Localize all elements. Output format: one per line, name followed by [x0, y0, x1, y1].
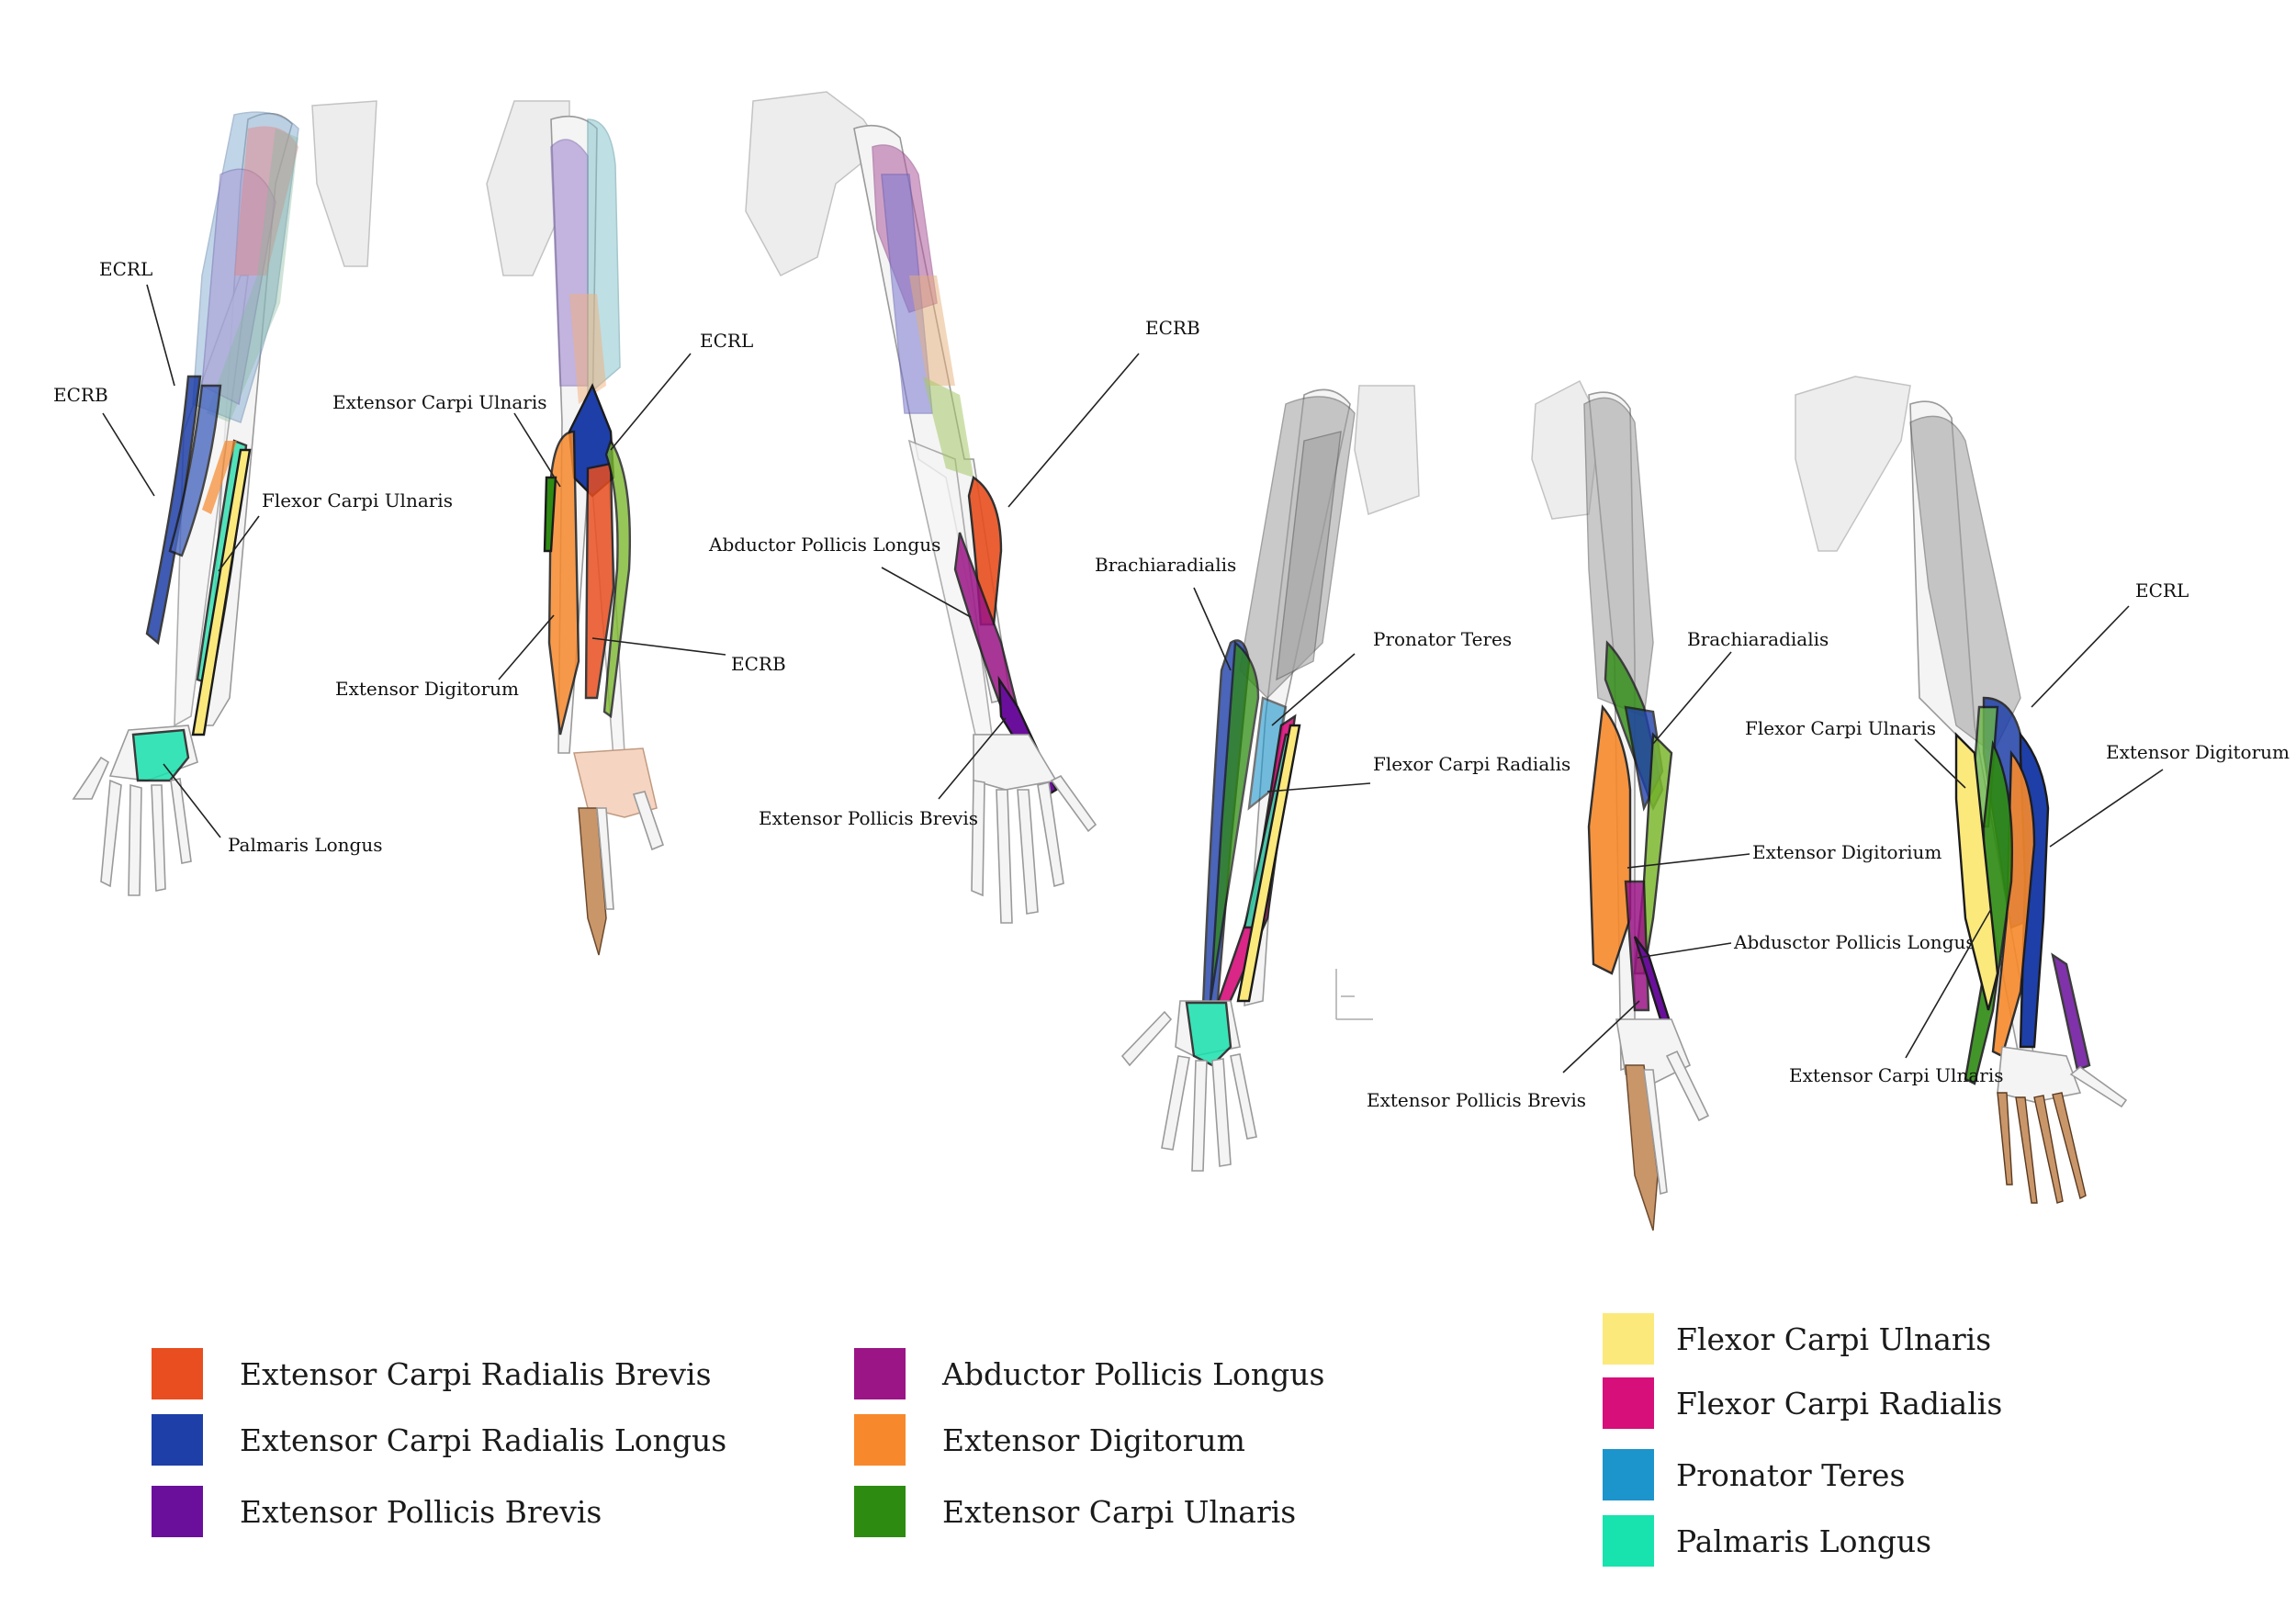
arm-figure-6 — [1795, 376, 2128, 1204]
label-extensor-carpi-ulnaris-2: Extensor Carpi Ulnaris — [332, 391, 546, 413]
leader-ecu-6 — [1905, 908, 1992, 1059]
arm-figure-4 — [1120, 385, 1420, 1172]
label-flexor-carpi-ulnaris-1: Flexor Carpi Ulnaris — [262, 489, 453, 511]
arm-figure-5 — [1531, 379, 1710, 1231]
leader-ecu-2 — [513, 412, 561, 488]
leader-pronator-4 — [1271, 653, 1356, 726]
leader-palmaris-1 — [163, 763, 221, 838]
leader-fcu-6 — [1914, 738, 1966, 789]
label-abdusctor-pollicis-longus-5: Abdusctor Pollicis Longus — [1733, 931, 1975, 953]
leader-ecrl-2 — [610, 353, 692, 451]
label-extensor-pollicis-brevis-3: Extensor Pollicis Brevis — [759, 807, 978, 829]
leader-fcr-4 — [1266, 782, 1371, 792]
label-extensor-digitorium-5: Extensor Digitorium — [1752, 841, 1941, 863]
leader-epb-5 — [1562, 1000, 1640, 1073]
leader-fcu-1 — [218, 515, 260, 572]
leader-ed-5 — [1626, 853, 1750, 869]
label-ecrb-2: ECRB — [731, 653, 786, 675]
label-palmaris-longus-1: Palmaris Longus — [228, 834, 383, 856]
leader-brachio-5 — [1652, 651, 1732, 745]
leader-ecrl-1 — [146, 284, 175, 387]
label-abductor-pollicis-longus-3: Abductor Pollicis Longus — [708, 534, 940, 556]
label-extensor-digitorum-6: Extensor Digitorum — [2106, 741, 2290, 763]
label-flexor-carpi-ulnaris-6: Flexor Carpi Ulnaris — [1745, 717, 1936, 739]
arm-figure-3 — [745, 91, 1097, 924]
label-ecrl-6: ECRL — [2135, 579, 2189, 601]
leader-ecrb-3 — [1007, 353, 1140, 508]
arm-figure-2 — [486, 100, 665, 956]
label-flexor-carpi-radialis-4: Flexor Carpi Radialis — [1373, 753, 1570, 775]
leader-ed-2 — [498, 614, 555, 680]
label-brachiaradialis-5: Brachiaradialis — [1687, 628, 1829, 650]
label-ecrl-1: ECRL — [99, 258, 152, 280]
label-ecrb-1: ECRB — [53, 384, 108, 406]
leader-epb-3 — [938, 717, 1007, 800]
leader-ecrb-1 — [102, 412, 155, 497]
leader-ed-6 — [2049, 769, 2164, 848]
leader-ecrb-2 — [591, 637, 726, 656]
label-extensor-pollicis-brevis-5: Extensor Pollicis Brevis — [1367, 1089, 1586, 1111]
leader-ecrl-6 — [2031, 605, 2130, 708]
label-extensor-digitorum-2: Extensor Digitorum — [335, 678, 519, 700]
label-extensor-carpi-ulnaris-6: Extensor Carpi Ulnaris — [1789, 1064, 2003, 1086]
arm-figure-1 — [72, 100, 377, 896]
label-ecrl-2: ECRL — [700, 330, 753, 352]
label-brachiaradialis-4: Brachiaradialis — [1095, 554, 1236, 576]
leader-brachio-4 — [1193, 587, 1232, 671]
label-ecrb-3: ECRB — [1145, 317, 1200, 339]
leader-apl-3 — [881, 567, 972, 618]
label-pronator-teres-4: Pronator Teres — [1373, 628, 1512, 650]
leader-apl-5 — [1637, 942, 1732, 959]
